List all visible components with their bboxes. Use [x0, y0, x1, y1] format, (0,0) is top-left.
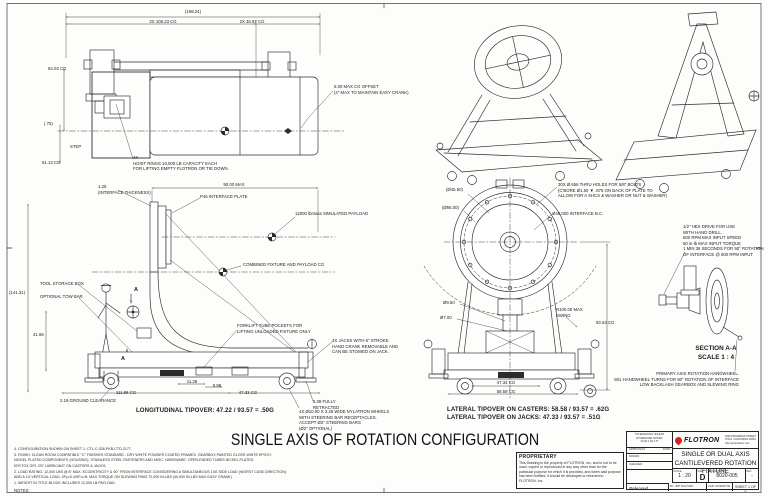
interface-bc-label: Ø48.000 INTERFACE B.C. [552, 211, 604, 216]
dim-9363-cg: 93.63 CG [596, 320, 615, 325]
thru-holes-note: 30X Ø.656 THRU HOLES FOR 5/8" BOLTS (C'B… [558, 182, 667, 199]
size-value: D [699, 472, 706, 482]
longitudinal-tipover-text: LONGITUDINAL TIPOVER: 47.22 / 93.57 = .5… [135, 407, 275, 414]
section-arrow-a-top: A [134, 287, 138, 293]
dim-075: (.75) [44, 121, 53, 126]
dim-598: 5.98 [212, 383, 222, 388]
simulated-payload-label: 12000 lbmass SIMULATED PAYLOAD [295, 211, 369, 216]
scale-value: 1 : 20 [678, 472, 691, 479]
note-line: 1. WEIGHT IN TITLE BLOCK INCLUDES 12,000… [14, 481, 116, 486]
tolerance-cell: TOLERANCES UNLESS OTHERWISE NOTED: ±1/32… [627, 432, 673, 448]
note-line: KRYTOX GPL 207 LUBRICANT ON CASTERS & JA… [14, 464, 107, 469]
page-title: SINGLE AXIS OF ROTATION CONFIGURATION [230, 431, 540, 449]
cad-software-cell: CAD: INVENTOR [707, 483, 733, 491]
proprietary-heading: PROPRIETARY [519, 454, 557, 460]
sheet-border [6, 3, 762, 493]
dim-4734-cg: 47.34 CG [496, 380, 516, 385]
lateral-tipover-text: LATERAL TIPOVER ON CASTERS: 58.58 / 93.5… [447, 406, 610, 421]
release-status: Released [627, 483, 669, 491]
tolerance-line1: TOLERANCES UNLESS [634, 433, 665, 436]
optional-tow-bar-label: OPTIONAL TOW BAR [40, 294, 83, 299]
empty-approval-cell [627, 470, 673, 483]
primary-axis-note: PRIMARY AXIS ROTATION HANDWHEEL. 801 HAN… [614, 371, 739, 388]
sheet-number: SHEET 1 OF 2 [735, 485, 756, 493]
rev-value: - [751, 472, 753, 479]
tolerance-line2: OTHERWISE NOTED: [635, 436, 664, 440]
nylatron-wheels-note: 4X Ø10.00 X 3.25 WIDE NYLATRON WHEELS WI… [299, 409, 390, 431]
section-aa-label: SECTION A-A SCALE 1 : 4 [695, 345, 737, 362]
fully-retracted-label: 5.08 FULLY RETRACTED [313, 399, 340, 410]
dim-1138: 11.38 [186, 379, 198, 384]
note-line: 4. CONFIGURATION SHOWN ON SHEET 1: CTL-C… [14, 447, 132, 451]
company-address: 2630 PROGRESS STREET VISTA, CALIFORNIA 9… [725, 435, 756, 445]
section-arrow-a-bottom: A [121, 356, 125, 362]
note-line: NICKEL PLATED COMPONENTS (HOUSING), STAI… [14, 458, 255, 463]
rev-cell: REV - [746, 469, 758, 483]
notes-footer: NOTES: [14, 487, 30, 493]
side-view [28, 188, 336, 409]
dia-950-label: Ø9.50 [443, 300, 455, 305]
step-label: STEP [70, 144, 82, 149]
front-view [423, 177, 611, 399]
approvals-header: APPROVALS DATE [627, 448, 673, 454]
proprietary-body: This Drawing is the property of FLOTRON,… [519, 460, 621, 483]
drawing-title: SINGLE OR DUAL AXIS CANTILEVERED ROTATIO… [673, 451, 758, 475]
flotron-logo-icon [673, 435, 684, 445]
dim-11198-cg: 111.98 CG [115, 390, 137, 395]
dim-6113-cg: 61.13 CG [42, 160, 61, 165]
dim-total-width: (198.24) [184, 9, 202, 14]
p46-interface-plate-label: P46 INTERFACE PLATE [200, 194, 248, 199]
forklift-pockets-note: FORKLIFT TUBE POCKETS FOR LIFTING UNLOAD… [237, 323, 311, 334]
scale-cell: SCALE 1 : 20 [673, 469, 697, 483]
drawing-number-cell: DRAWING NO. 8020-005 [709, 469, 746, 483]
section-aa [658, 251, 743, 372]
drawing-number-label: DRAWING NO. [709, 469, 727, 473]
dia-5600-label: (Ø56.00) [442, 205, 459, 210]
dim-cg-right: 2X 46.87 CG [239, 19, 265, 24]
combined-cg-label: COMBINED FIXTURE AND PAYLOAD CG [243, 262, 325, 267]
hoist-rings-note: 4X HOIST RINGS 10,000 LB CAPACITY EACH F… [133, 155, 229, 172]
date-label: DATE [663, 448, 670, 451]
rev-label: REV [746, 469, 752, 473]
dia-4550-label: (Ø45.50) [446, 187, 463, 192]
dia-700-label: Ø7.00 [440, 315, 452, 320]
checked-label: CHECKED [629, 463, 643, 466]
dim-90-max: 90.00 MAX [223, 182, 245, 187]
dim-cg-left: 2X 105.23 CG [149, 19, 177, 24]
iso-view-right [615, 11, 760, 193]
dim-5403-cg: 54.03 CG [48, 66, 67, 71]
dim-5859-cg: 58.59 CG [496, 389, 516, 394]
note-line: 2. LOAD RATING: 12,000 LBS @ 8" MAX. ECC… [14, 469, 287, 474]
ground-clearance-label: 2.19 GROUND CLEARANCE [60, 398, 117, 403]
cg-offset-note: 6.00 MAX CG OFFSET (4" MAX TO MAINTAIN E… [334, 84, 409, 95]
proprietary-box: PROPRIETARY This Drawing is the property… [516, 452, 624, 489]
dim-4733-cg: 47.33 CG [238, 390, 258, 395]
logo-cell: FLOTRON 2630 PROGRESS STREET VISTA, CALI… [673, 432, 758, 449]
jacks-note: 4X JACKS WITH 6" STROKE. HAND CRANK REMO… [332, 338, 399, 355]
drawing-number-value: 8020-005 [716, 472, 738, 479]
drawn-by-cell: BY: JMT NGUYEN [669, 483, 707, 491]
note-line: 3. FINISH: CLEAN ROOM COMPATIBLE "C" FIN… [14, 452, 272, 457]
hex-drive-note: 1/2" HEX DRIVE FOR USE WITH HAND DRILL. … [683, 224, 764, 257]
note-line: AND A 1G VERTICAL LOAD, SFy=0.4/SFu=N. M… [14, 475, 232, 480]
notes-block: 4. CONFIGURATION SHOWN ON SHEET 1: CTL-C… [14, 447, 510, 494]
drawn-label: DRAWN [629, 455, 640, 458]
tool-storage-box-label: TOOL STORAGE BOX [40, 281, 84, 286]
interface-thickness-note: 1.25 (INTERFACE THICKNESS) [98, 184, 151, 195]
company-name: FLOTRON [684, 436, 720, 444]
tolerance-line3: ±1/32 ±.03 ±.5° [640, 440, 659, 444]
size-cell: SIZE D [697, 469, 709, 483]
dim-4166: 41.66 [33, 332, 44, 337]
approvals-label: APPROVALS [629, 448, 646, 451]
iso-view-left [435, 25, 603, 185]
top-view [57, 12, 345, 164]
max-swing-label: R100.00 MAX SWING [556, 307, 583, 318]
dim-14131: (141.31) [9, 290, 26, 295]
checked-row: CHECKED [627, 462, 673, 470]
size-label: SIZE [697, 469, 704, 473]
drawn-row: DRAWN [627, 454, 673, 462]
scale-label: SCALE [673, 469, 682, 473]
title-block: TOLERANCES UNLESS OTHERWISE NOTED: ±1/32… [626, 431, 759, 493]
